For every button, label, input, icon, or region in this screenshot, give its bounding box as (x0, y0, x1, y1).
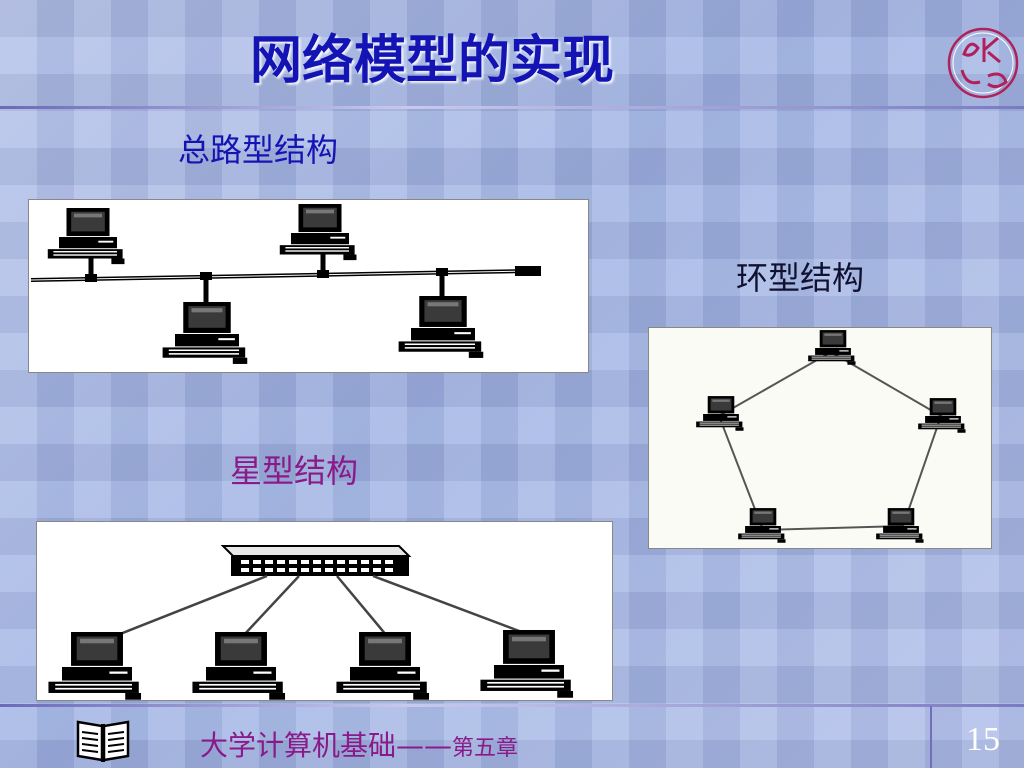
star-topology-label: 星型结构 (230, 452, 359, 490)
computer-icon (48, 632, 142, 700)
computer-icon (808, 330, 856, 365)
top-divider (0, 106, 1024, 109)
bus-topology-label: 总路型结构 (178, 131, 339, 169)
computer-icon (398, 296, 484, 358)
dkd-logo-icon (944, 24, 1022, 102)
ring-topology-label: 环型结构 (736, 259, 865, 297)
footer-course-title: 大学计算机基础——第五章 (200, 726, 518, 766)
footer-dash: —— (396, 729, 453, 762)
computer-icon (279, 204, 357, 261)
footer-course: 大学计算机基础 (200, 729, 397, 762)
computer-icon (162, 302, 248, 364)
footer-chapter: 第五章 (452, 736, 519, 761)
book-icon (74, 716, 132, 764)
bus-topology-diagram (28, 199, 589, 373)
slide-title: 网络模型的实现 (250, 31, 615, 91)
star-topology-diagram (36, 521, 613, 701)
computer-icon (336, 632, 430, 700)
computer-icon (47, 208, 125, 265)
footer-separator (930, 706, 932, 768)
computer-icon (696, 396, 744, 431)
computer-icon (192, 632, 286, 700)
computer-icon (480, 630, 574, 698)
hub-icon (220, 545, 412, 576)
bottom-divider (0, 704, 1024, 707)
ring-topology-diagram (648, 327, 992, 549)
page-number: 15 (966, 721, 1000, 758)
